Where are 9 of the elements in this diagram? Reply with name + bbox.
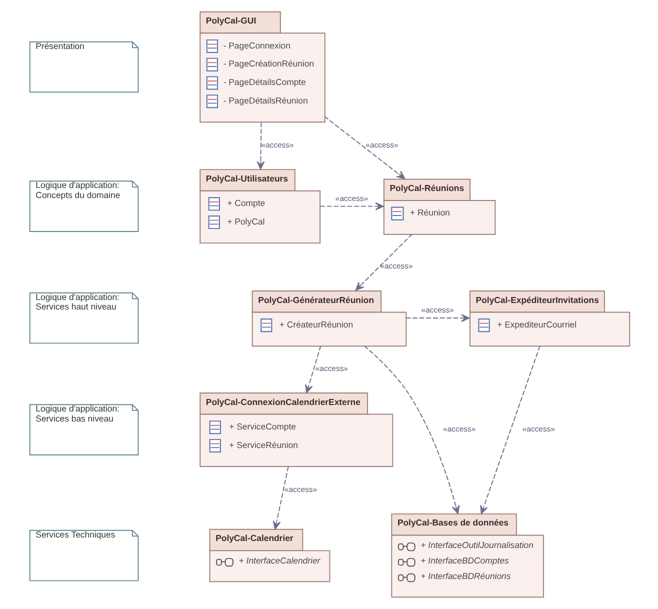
edge-label: «access» bbox=[314, 364, 348, 374]
edge-label: «access» bbox=[442, 424, 476, 434]
edge-label: «access» bbox=[522, 424, 554, 434]
edge-label: «access» bbox=[420, 306, 454, 315]
edge-label: «access» bbox=[260, 140, 294, 150]
edge-label: «access» bbox=[380, 262, 412, 271]
edge-label: «access» bbox=[334, 194, 368, 203]
edge-label: «access» bbox=[284, 485, 317, 494]
edge-label: «access» bbox=[365, 140, 398, 150]
